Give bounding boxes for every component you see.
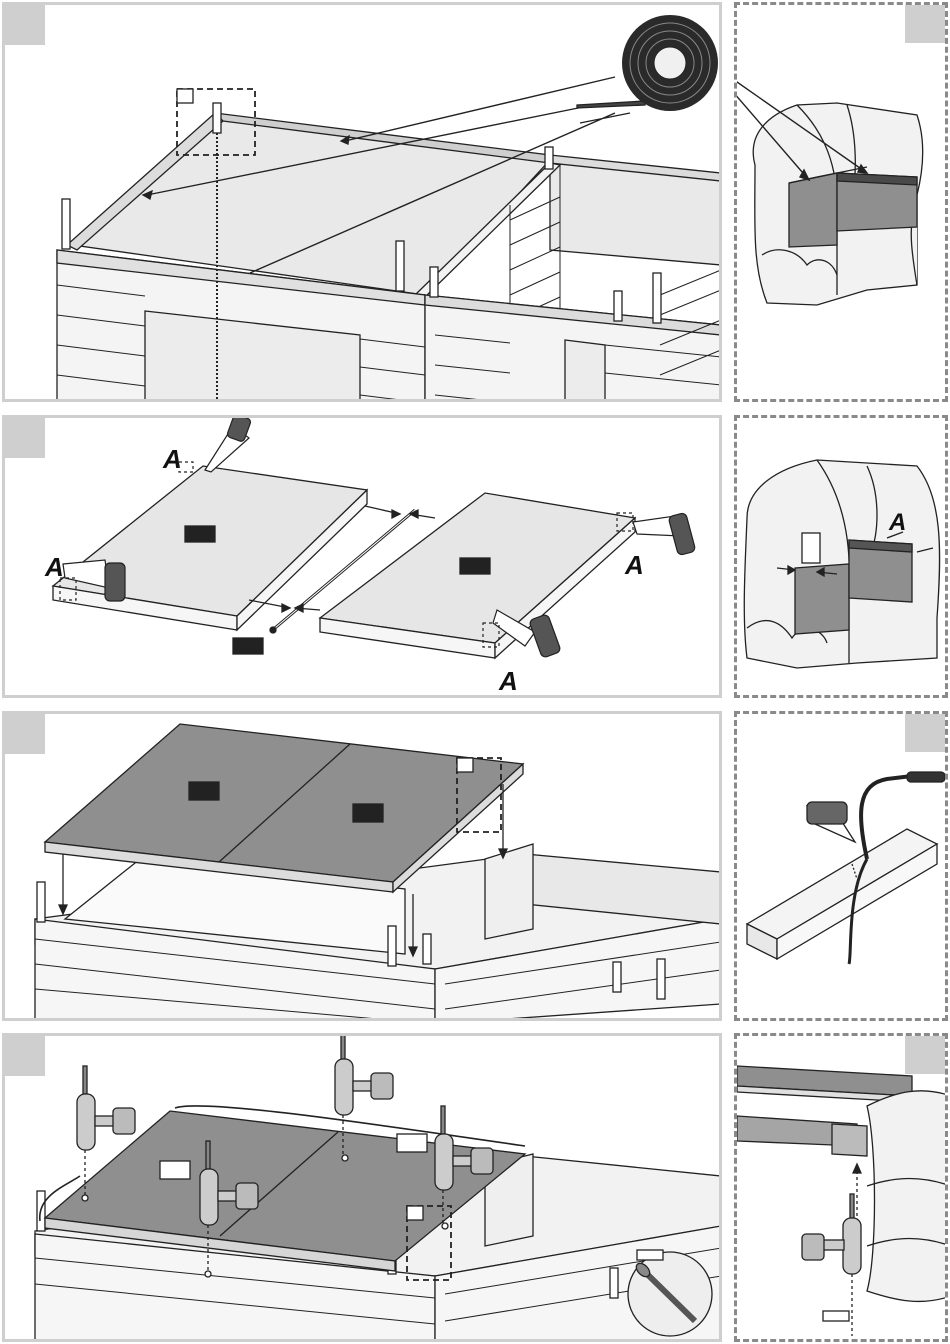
log-corner-icon (737, 5, 948, 402)
step-4-panel (2, 1033, 722, 1342)
log-corner-icon (867, 1091, 948, 1302)
beam-icon (747, 829, 937, 959)
step-1-illustration (5, 5, 722, 402)
step-1-panel (2, 2, 722, 402)
step-2-illustration: A A A A (5, 418, 722, 698)
svg-text:A: A (498, 666, 518, 696)
cut-mark-icon: A (888, 509, 906, 536)
step-4-detail-panel (734, 1033, 948, 1342)
step-2-panel: A A A A (2, 415, 722, 698)
log-corner-icon: A (737, 418, 948, 698)
step-2-detail-panel: A (734, 415, 948, 698)
step-3-panel (2, 711, 722, 1021)
svg-text:A: A (162, 444, 182, 474)
step-3-detail-panel (734, 711, 948, 1021)
step-4-detail-illustration (737, 1036, 948, 1342)
step-1-detail-panel (734, 2, 948, 402)
step-4-illustration (5, 1036, 722, 1342)
step-3-illustration (5, 714, 722, 1021)
step-3-detail-illustration (737, 714, 948, 1021)
svg-text:A: A (624, 550, 644, 580)
sealing-tape-roll-icon (622, 15, 718, 111)
